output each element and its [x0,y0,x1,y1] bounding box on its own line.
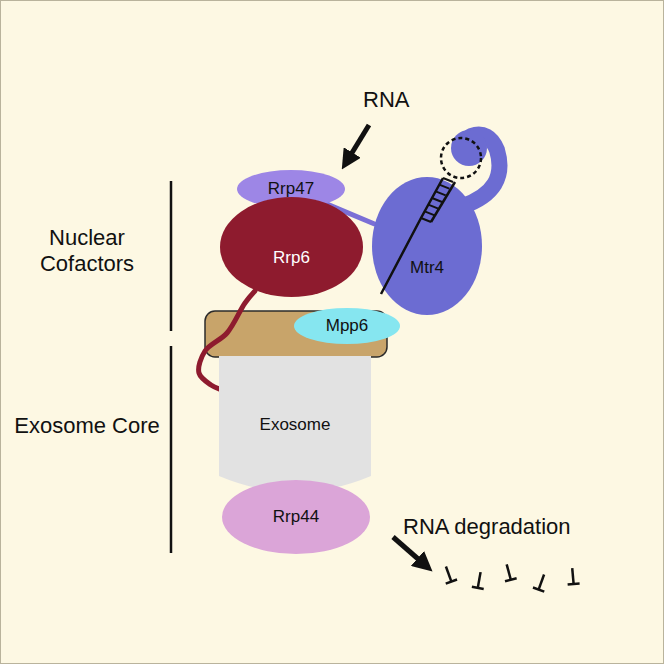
protein-ellipse: Rrp6 [219,196,364,298]
node-label: Exosome [260,415,331,435]
helicase-shape: Mtr4 [371,176,483,316]
node-label: Rrp47 [268,179,314,199]
degradation-arrow [393,537,425,565]
node-label: Rrp6 [273,248,310,268]
node-label: Mtr4 [410,258,444,278]
group-label: Nuclear Cofactors [13,225,161,278]
rna-arrow [347,125,369,161]
exosome-cap [205,311,387,357]
rna-fragments [440,563,579,592]
protein-ellipse: Rrp44 [221,479,371,555]
node-label: Rrp44 [273,507,319,527]
node-outline [371,176,483,316]
bracket-line [170,346,173,553]
process-label: RNA degradation [403,514,571,540]
group-label: Exosome Core [13,413,161,439]
node-label: Mpp6 [326,316,369,336]
rna-hairpin [381,138,481,294]
callout-label: RNA [363,87,409,113]
node-outline [219,196,364,298]
exosome-barrel: Exosome [219,356,371,494]
bracket-line [170,181,173,331]
protein-ellipse: Mpp6 [293,307,401,345]
